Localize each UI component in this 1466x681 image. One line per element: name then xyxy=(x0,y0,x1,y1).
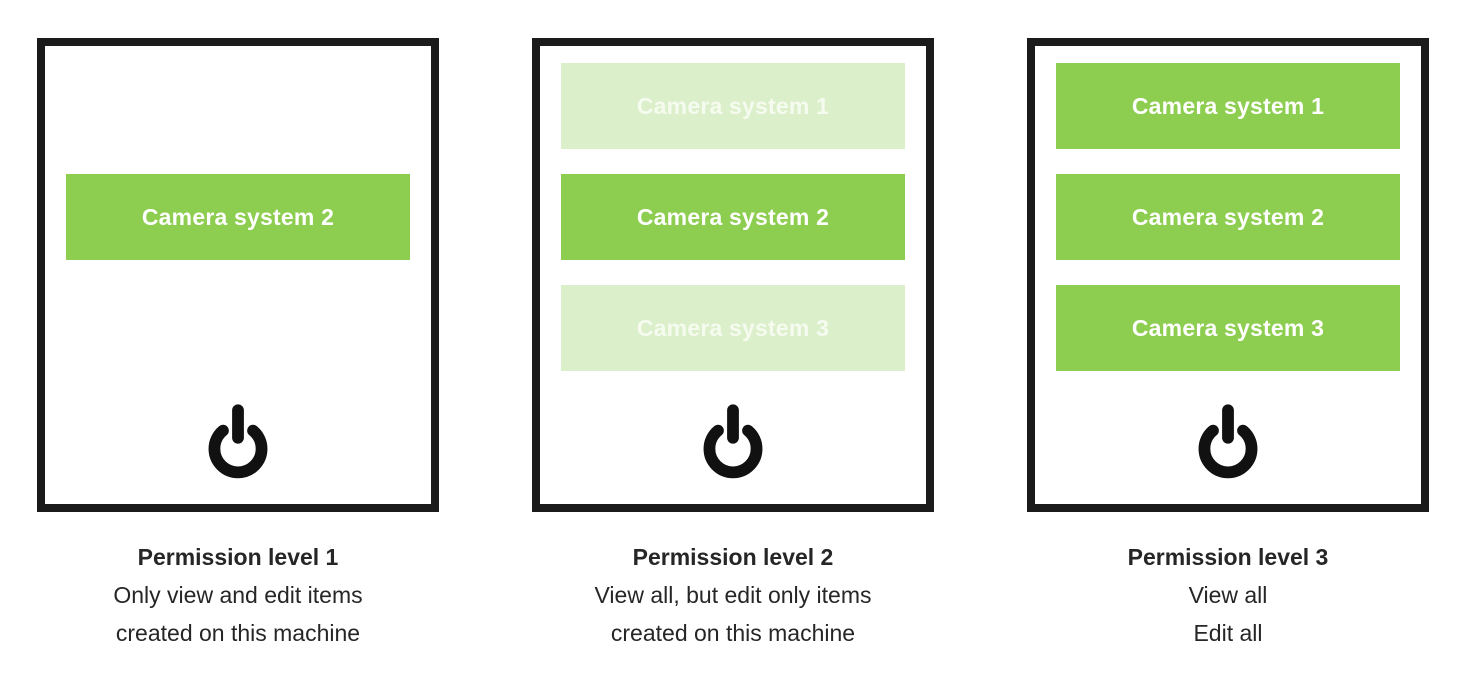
permission-levels-diagram: Camera system 1 Camera system 2 Camera s… xyxy=(37,38,1429,652)
camera-system-button[interactable]: Camera system 3 xyxy=(561,285,905,371)
device-screen-1: Camera system 1 Camera system 2 Camera s… xyxy=(37,38,439,512)
power-icon xyxy=(1198,404,1258,479)
camera-system-button[interactable]: Camera system 2 xyxy=(561,174,905,260)
permission-caption-line: created on this machine xyxy=(610,620,856,646)
camera-system-button[interactable]: Camera system 2 xyxy=(66,174,410,260)
device-screen-2: Camera system 1 Camera system 2 Camera s… xyxy=(532,38,934,512)
power-button[interactable] xyxy=(66,403,410,482)
permission-caption-line: View all, but edit only items xyxy=(594,582,872,608)
permission-caption-title: Permission level 3 xyxy=(1127,544,1329,570)
permission-level-2-column: Camera system 1 Camera system 2 Camera s… xyxy=(532,38,934,652)
permission-caption: Permission level 1 Only view and edit it… xyxy=(113,538,362,652)
device-screen-3: Camera system 1 Camera system 2 Camera s… xyxy=(1027,38,1429,512)
permission-caption-line: Edit all xyxy=(1193,620,1263,646)
permission-caption-line: Only view and edit items xyxy=(113,582,363,608)
power-icon xyxy=(703,404,763,479)
camera-system-button[interactable]: Camera system 1 xyxy=(1056,63,1400,149)
permission-caption-title: Permission level 1 xyxy=(137,544,339,570)
permission-caption: Permission level 2 View all, but edit on… xyxy=(595,538,872,652)
permission-caption-line: created on this machine xyxy=(115,620,361,646)
power-icon xyxy=(208,404,268,479)
permission-caption-title: Permission level 2 xyxy=(632,544,834,570)
power-button[interactable] xyxy=(561,403,905,482)
permission-caption-line: View all xyxy=(1188,582,1268,608)
permission-level-1-column: Camera system 1 Camera system 2 Camera s… xyxy=(37,38,439,652)
power-button[interactable] xyxy=(1056,403,1400,482)
camera-system-button[interactable]: Camera system 3 xyxy=(1056,285,1400,371)
permission-level-3-column: Camera system 1 Camera system 2 Camera s… xyxy=(1027,38,1429,652)
camera-system-button[interactable]: Camera system 1 xyxy=(561,63,905,149)
camera-system-button[interactable]: Camera system 2 xyxy=(1056,174,1400,260)
permission-caption: Permission level 3 View all Edit all xyxy=(1128,538,1329,652)
